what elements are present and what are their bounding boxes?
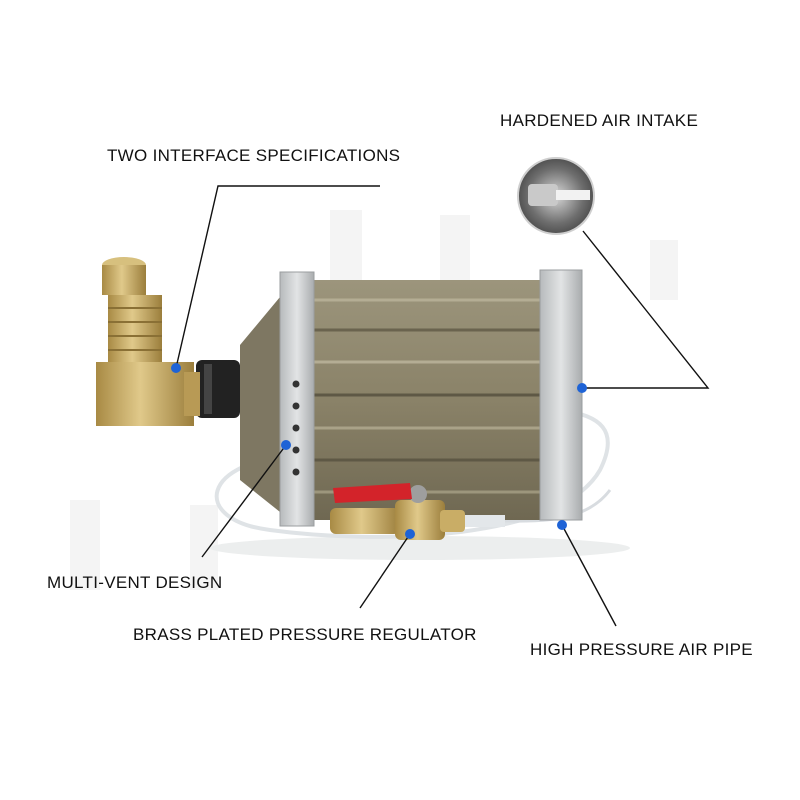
callout-pressure-regulator: BRASS PLATED PRESSURE REGULATOR (133, 625, 477, 644)
right-frame (539, 269, 583, 521)
marker-vent (281, 440, 291, 450)
leader-regulator (359, 533, 411, 609)
marker-interface (171, 363, 181, 373)
left-frame (279, 271, 315, 527)
leader-interface (175, 185, 380, 369)
compressor-body (290, 280, 550, 520)
black-nut (196, 360, 240, 418)
callout-air-pipe: HIGH PRESSURE AIR PIPE (530, 640, 753, 659)
red-lever (333, 483, 412, 503)
callout-multi-vent: MULTI-VENT DESIGN (47, 573, 223, 592)
marker-regulator (405, 529, 415, 539)
air-intake-inset (517, 157, 595, 235)
brass-elbow-fitting (96, 257, 200, 426)
floor-shadow (210, 536, 630, 560)
leader-lines (175, 185, 710, 627)
callout-markers (171, 363, 587, 539)
left-end-cap (240, 285, 290, 520)
marker-pipe (557, 520, 567, 530)
callout-air-intake: HARDENED AIR INTAKE (500, 111, 699, 130)
callout-interface-specifications: TWO INTERFACE SPECIFICATIONS (107, 146, 401, 165)
leader-pipe (561, 524, 617, 627)
leader-vent (201, 444, 287, 558)
marker-intake (577, 383, 587, 393)
leader-intake (582, 230, 710, 389)
